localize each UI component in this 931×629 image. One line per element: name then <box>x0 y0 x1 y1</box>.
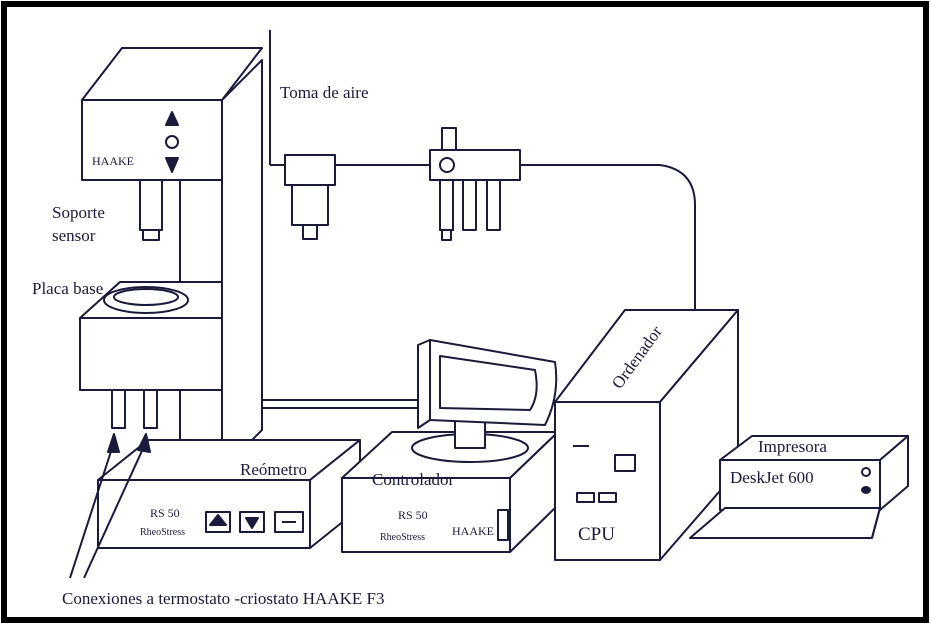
connections-label: Conexiones a termostato -criostato HAAKE… <box>62 589 384 608</box>
head-brand-text: HAAKE <box>92 154 134 168</box>
rheometer-model-text: RS 50 <box>150 506 180 520</box>
controller-label: Controlador <box>372 470 454 489</box>
rheometer-label: Reómetro <box>240 460 307 479</box>
printer-model-text: DeskJet 600 <box>730 468 814 487</box>
rheometer-series-text: RheoStress <box>140 527 185 538</box>
sensor-support-label-line1: Soporte <box>52 203 105 222</box>
printer-label: Impresora <box>758 437 827 456</box>
controller-brand-text: HAAKE <box>452 524 494 538</box>
air-intake-label: Toma de aire <box>280 83 369 102</box>
controller-model-text: RS 50 <box>398 508 428 522</box>
base-plate-label: Placa base <box>32 279 103 298</box>
controller-series-text: RheoStress <box>380 532 425 543</box>
sensor-support-label-line2: sensor <box>52 226 96 245</box>
cpu-text: CPU <box>578 524 615 545</box>
